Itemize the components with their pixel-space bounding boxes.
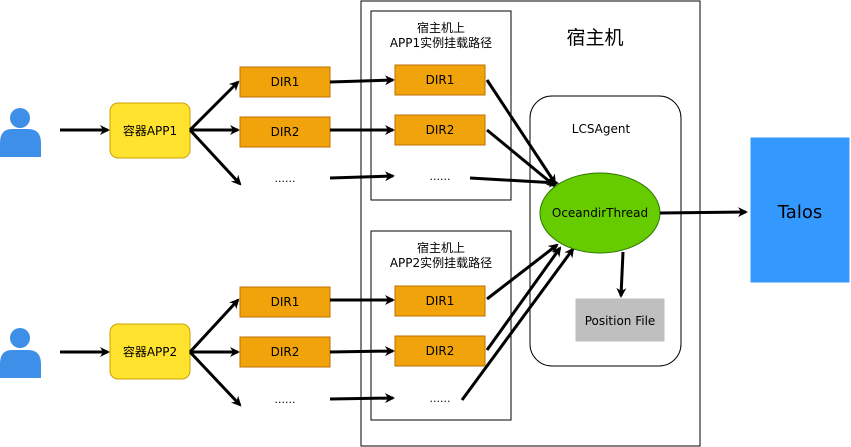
edge-app1-to-more — [188, 128, 242, 186]
host2-dir2-label: DIR2 — [426, 344, 455, 358]
edge-app1-to-dir1 — [188, 80, 240, 132]
app2-dir1-box — [239, 286, 331, 318]
edge-app1-more-to-host — [329, 171, 395, 182]
talos-box — [750, 137, 850, 283]
mount-group-app2 — [370, 230, 512, 421]
host1-dir2-label: DIR2 — [426, 123, 455, 137]
app1-more-label: ...... — [275, 172, 296, 185]
container-app2-label: 容器APP2 — [123, 344, 177, 359]
mount-group-app2-title-line1: 宿主机上 — [417, 240, 465, 255]
edge-app2-to-more — [188, 350, 242, 407]
host2-dir1-box — [394, 285, 486, 317]
user-icon-2-head — [10, 328, 30, 348]
host2-more-label: ...... — [430, 392, 451, 405]
user-icon-2 — [0, 328, 41, 378]
mount-group-app1-title-line1: 宿主机上 — [417, 20, 465, 35]
edge-host2-more-to-thread — [460, 247, 575, 401]
edge-host2-dir2-to-thread — [485, 246, 562, 351]
app1-dir1-box — [239, 66, 331, 98]
edge-host1-more-to-thread — [469, 176, 559, 188]
user-icon-2-body — [0, 350, 41, 378]
edge-thread-to-talos — [659, 207, 748, 218]
app2-dir2-label: DIR2 — [271, 345, 300, 359]
oceandir-thread-label: OceandirThread — [552, 206, 648, 220]
user-icon-1 — [0, 108, 41, 157]
mount-group-app2-title-line2: APP2实例挂载路径 — [390, 255, 492, 270]
app1-dir1-label: DIR1 — [271, 75, 300, 89]
app2-more-label: ...... — [275, 393, 296, 406]
edge-app2-more-to-host — [329, 393, 395, 404]
app2-dir2-box — [239, 336, 331, 368]
host1-dir1-label: DIR1 — [426, 73, 455, 87]
app2-dir1-label: DIR1 — [271, 295, 300, 309]
mount-group-app1 — [370, 10, 512, 201]
user-icon-1-head — [10, 108, 30, 128]
host2-dir2-box — [394, 335, 486, 367]
position-file-label: Position File — [585, 314, 656, 328]
host1-more-label: ...... — [430, 170, 451, 183]
container-app1-label: 容器APP1 — [123, 123, 177, 138]
talos-label: Talos — [777, 202, 822, 223]
app1-dir2-box — [239, 116, 331, 148]
edge-app2-dir2-to-host — [329, 346, 395, 357]
mount-group-app1-title-line2: APP1实例挂载路径 — [390, 35, 492, 50]
edge-app2-to-dir1 — [188, 298, 240, 354]
host-machine-title: 宿主机 — [566, 27, 623, 49]
app1-dir2-label: DIR2 — [271, 125, 300, 139]
edge-host1-dir1-to-thread — [485, 79, 557, 185]
edge-thread-to-position-file — [616, 251, 627, 298]
edge-host1-dir2-to-thread — [486, 128, 557, 188]
position-file-box — [575, 298, 665, 342]
host1-dir1-box — [394, 64, 486, 96]
edge-app1-dir1-to-host — [329, 75, 395, 86]
host1-dir2-box — [394, 114, 486, 146]
edge-host2-dir1-to-thread — [486, 243, 559, 301]
user-icon-1-body — [0, 129, 41, 157]
host2-dir1-label: DIR1 — [426, 294, 455, 308]
lcs-agent-label: LCSAgent — [572, 122, 631, 136]
